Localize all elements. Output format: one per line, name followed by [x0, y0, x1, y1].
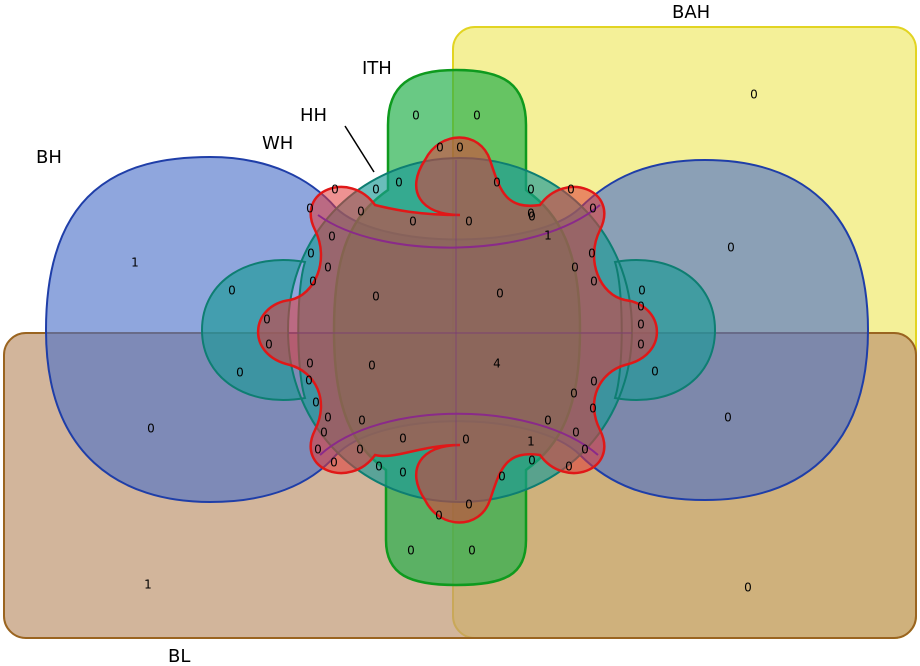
region-count: 0: [228, 284, 236, 298]
region-count: 0: [589, 202, 597, 216]
region-count: 0: [588, 247, 596, 261]
region-count: 0: [527, 207, 535, 221]
region-count: 0: [314, 443, 322, 457]
region-count: 0: [571, 261, 579, 275]
region-count: 0: [330, 456, 338, 470]
region-count: 1: [544, 229, 552, 243]
region-count: 0: [407, 544, 415, 558]
region-count: 0: [498, 470, 506, 484]
region-count: 0: [544, 414, 552, 428]
set-label-ith: ITH: [362, 58, 392, 79]
region-count: 0: [320, 426, 328, 440]
set-label-bah: BAH: [672, 2, 710, 23]
region-count: 0: [263, 313, 271, 327]
region-count: 0: [590, 275, 598, 289]
region-count: 0: [324, 261, 332, 275]
region-count: 0: [724, 411, 732, 425]
region-count: 0: [399, 432, 407, 446]
region-count: 0: [567, 183, 575, 197]
region-count: 0: [399, 466, 407, 480]
region-count: 0: [358, 414, 366, 428]
lower-arc: [319, 412, 599, 456]
region-count: 0: [436, 141, 444, 155]
region-count: 0: [750, 88, 758, 102]
region-count: 0: [637, 318, 645, 332]
region-count: 0: [147, 422, 155, 436]
region-count: 0: [328, 230, 336, 244]
region-count: 0: [637, 338, 645, 352]
region-count: 0: [468, 544, 476, 558]
region-count: 0: [637, 300, 645, 314]
region-count: 0: [727, 241, 735, 255]
region-count: 0: [744, 581, 752, 595]
region-count: 0: [496, 287, 504, 301]
region-count: 0: [590, 375, 598, 389]
region-count: 0: [527, 183, 535, 197]
region-count: 0: [581, 443, 589, 457]
region-count: 0: [572, 426, 580, 440]
region-count: 0: [651, 365, 659, 379]
region-count: 0: [456, 141, 464, 155]
region-count: 0: [462, 433, 470, 447]
region-count: 0: [465, 498, 473, 512]
region-count: 0: [589, 402, 597, 416]
region-count: 0: [306, 202, 314, 216]
region-count: 0: [307, 247, 315, 261]
region-count: 0: [409, 215, 417, 229]
region-count: 0: [265, 338, 273, 352]
set-wh-shape: [256, 136, 659, 524]
region-count: 0: [528, 454, 536, 468]
hh-pointer-line: [344, 125, 375, 173]
region-count: 0: [312, 396, 320, 410]
region-count: 0: [565, 460, 573, 474]
region-count: 0: [473, 109, 481, 123]
upper-arc: [317, 204, 601, 249]
region-count: 0: [375, 460, 383, 474]
region-count: 0: [372, 183, 380, 197]
region-count: 0: [236, 366, 244, 380]
region-count: 0: [372, 290, 380, 304]
region-count: 0: [368, 359, 376, 373]
region-count: 0: [435, 509, 443, 523]
region-count: 0: [306, 357, 314, 371]
set-label-bh: BH: [36, 147, 62, 168]
region-count: 0: [528, 210, 536, 224]
region-count: 0: [412, 109, 420, 123]
region-count: 0: [395, 176, 403, 190]
region-count: 4: [493, 357, 501, 371]
region-count: 0: [465, 215, 473, 229]
set-label-hh: HH: [300, 105, 327, 126]
set-label-bl: BL: [168, 646, 190, 666]
region-count: 0: [356, 443, 364, 457]
region-count: 0: [638, 284, 646, 298]
region-count: 0: [493, 176, 501, 190]
region-count: 0: [305, 374, 313, 388]
set-label-wh: WH: [262, 133, 293, 154]
region-counts: 1 0 1 0 0 0 0 0 0 0 0 0 0 0 0 0 0 0 1 0 …: [131, 88, 758, 595]
region-count: 0: [324, 411, 332, 425]
region-count: 0: [570, 387, 578, 401]
region-count: 1: [131, 256, 139, 270]
region-count: 0: [331, 183, 339, 197]
region-count: 0: [357, 205, 365, 219]
region-count: 1: [527, 435, 535, 449]
region-count: 0: [309, 275, 317, 289]
region-count: 1: [144, 578, 152, 592]
